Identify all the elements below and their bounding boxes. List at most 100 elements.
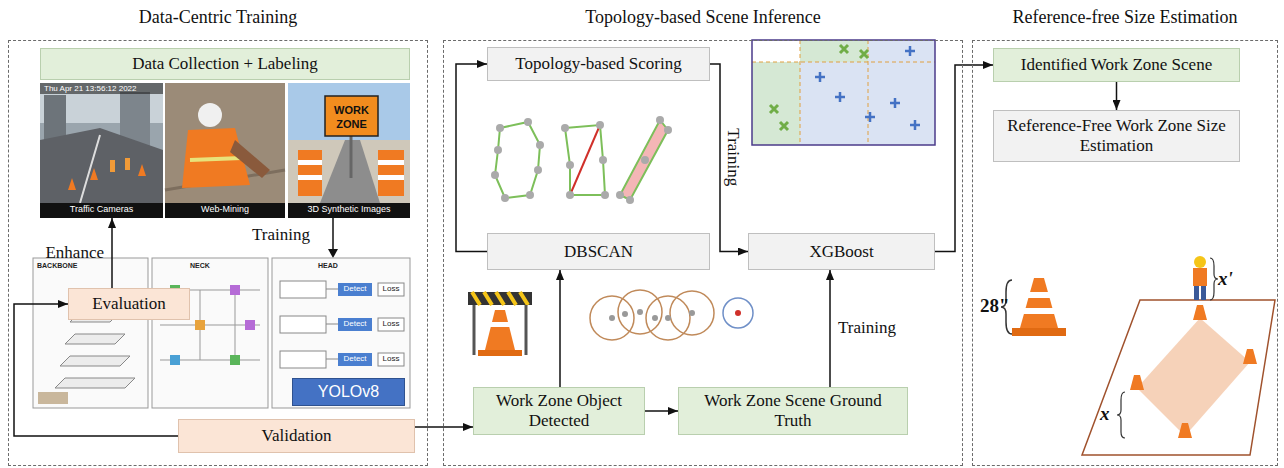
yolo-backbone (60, 356, 130, 366)
yolo-head (338, 283, 372, 296)
dbscan-circles (665, 315, 671, 321)
box-text: YOLOv8 (318, 383, 379, 401)
traffic-camera-photo (40, 128, 163, 218)
box-text: Reference-Free Work Zone Size Estimation (1002, 116, 1231, 155)
cluster-shapes (491, 116, 672, 204)
edge-label: Training (724, 129, 743, 187)
cluster-shapes (491, 171, 499, 179)
part-name: BACKBONE (37, 262, 77, 270)
connector-arrow (111, 218, 113, 288)
yolo-backbone (65, 334, 125, 344)
traffic-camera-photo (40, 83, 163, 218)
scatter-chart (840, 45, 848, 53)
yolo-neck (230, 355, 240, 365)
synthetic-photo (378, 175, 404, 180)
scatter-chart (890, 98, 900, 108)
size-estimation-figure (1137, 318, 1250, 436)
cluster-shapes (599, 156, 607, 164)
yolo-backbone (55, 378, 135, 388)
connector-arrow (935, 65, 993, 252)
synthetic-photo (288, 83, 410, 140)
cluster-shapes (536, 141, 544, 149)
yolo-head (272, 258, 410, 408)
barrier-icon (473, 305, 476, 355)
scatter-chart (815, 46, 920, 130)
size-estimation-figure (1024, 308, 1054, 314)
process-box: Evaluation (68, 288, 190, 320)
size-estimation-figure (1194, 256, 1206, 268)
yolo-head (338, 353, 372, 366)
result-box: Identified Work Zone Scene (993, 48, 1240, 82)
box-text: Work Zone Object Detected (482, 391, 636, 430)
yolo-head (326, 359, 338, 360)
connector-arrow (559, 270, 561, 387)
web-mining-photo (165, 83, 285, 218)
scatter-chart (860, 50, 868, 58)
block-label: Loss (378, 355, 404, 364)
block-label: Loss (378, 320, 404, 329)
yolo-neck (195, 320, 205, 330)
traffic-camera-photo (40, 83, 163, 94)
connector-arrow (645, 410, 678, 412)
yolo-neck (152, 258, 268, 408)
barrier-icon (478, 350, 522, 356)
scatter-chart (780, 122, 788, 130)
cluster-shapes (620, 120, 668, 200)
block-label: Detect (338, 355, 372, 364)
cluster-shapes (570, 125, 600, 195)
synthetic-photo (298, 175, 322, 180)
traffic-camera-photo (68, 178, 76, 190)
dimension: x (1100, 404, 1110, 425)
dbscan-circles (590, 296, 634, 340)
web-mining-photo (198, 103, 222, 127)
connector-arrow (829, 270, 831, 387)
synthetic-photo (378, 160, 404, 165)
yolo-head (378, 318, 404, 331)
yolo-backbone (33, 258, 148, 408)
size-estimation-figure (1130, 375, 1144, 390)
dbscan-circles (735, 310, 741, 316)
dimension: 28" (980, 296, 1010, 317)
traffic-camera-photo (125, 158, 130, 170)
block-label: Loss (378, 285, 404, 294)
flow-label: Training (252, 226, 310, 245)
box-text: Topology-based Scoring (515, 54, 681, 74)
yolo-head (378, 353, 404, 366)
cluster-shapes (534, 166, 542, 174)
cluster-shapes (626, 196, 634, 204)
cluster-shapes (596, 121, 604, 129)
data-panel: Data Collection + Labeling (40, 48, 410, 218)
scatter-chart (752, 62, 800, 145)
yolo-head (338, 318, 372, 331)
yolo-head (326, 324, 338, 325)
barrier-icon (525, 305, 528, 355)
dbscan-circles (652, 315, 658, 321)
scatter-chart (910, 120, 920, 130)
stage-title: Data-Centric Training (8, 7, 428, 28)
dashed-frame (972, 40, 1278, 466)
sign-text: ZONE (325, 118, 378, 130)
image-caption: Web-Mining (165, 205, 285, 215)
synthetic-photo (350, 136, 353, 178)
web-mining-photo (165, 203, 285, 218)
connector-arrow (710, 64, 748, 252)
cluster-shapes (601, 191, 609, 199)
web-mining-photo (230, 140, 270, 178)
timestamp: Thu Apr 21 13:56:12 2022 (44, 85, 137, 94)
size-estimation-figure (1193, 305, 1207, 320)
size-estimation-figure (1117, 392, 1125, 438)
yolo-neck (245, 320, 255, 330)
box-text: Validation (262, 426, 332, 446)
connector-arrow (456, 64, 487, 252)
yolo-head (280, 316, 326, 333)
yolo-neck (230, 285, 240, 295)
traffic-camera-photo (138, 164, 146, 176)
traffic-camera-photo (80, 135, 100, 203)
image-caption: 3D Synthetic Images (288, 205, 410, 215)
size-estimation-figure (1201, 286, 1206, 300)
yolo-head (280, 351, 326, 368)
yolo-neck (170, 355, 180, 365)
scatter-chart (752, 40, 935, 145)
traffic-camera-photo (40, 203, 163, 218)
